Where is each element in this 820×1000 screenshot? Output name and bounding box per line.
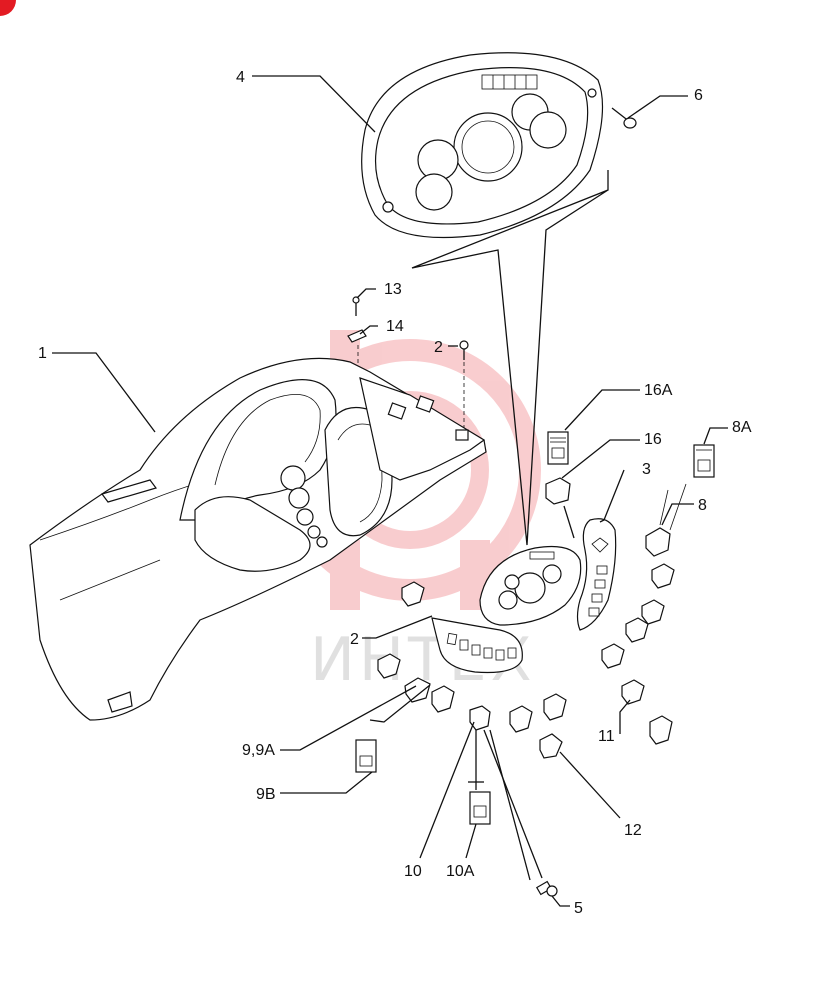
switch-label-10A [469, 791, 491, 825]
instrument-cluster-small [479, 545, 582, 626]
dashboard-housing [29, 357, 487, 721]
callout-5: 5 [574, 900, 583, 917]
callout-10A: 10A [446, 863, 475, 880]
callout-12: 12 [624, 822, 642, 839]
callout-9B: 9B [256, 786, 276, 803]
callout-9-9A: 9,9A [242, 742, 275, 759]
callout-2-top: 2 [434, 339, 443, 356]
leader-lines [52, 75, 728, 907]
callout-2-bottom: 2 [350, 631, 359, 648]
callout-4: 4 [236, 69, 245, 86]
callout-13: 13 [384, 281, 402, 298]
screw-part-13 [352, 296, 360, 316]
callout-3: 3 [642, 461, 651, 478]
callout-8A: 8A [732, 419, 752, 436]
screw-part-2-top [459, 340, 469, 360]
callout-10: 10 [404, 863, 422, 880]
screw-part-6 [611, 107, 637, 129]
switch-part-16 [545, 477, 571, 505]
leader-8-8A [659, 489, 669, 526]
switch-label-9B [355, 739, 377, 773]
callout-16A: 16A [644, 382, 673, 399]
callout-1: 1 [38, 345, 47, 362]
switch-label-8A [693, 444, 715, 478]
switch-label-16A [547, 431, 569, 465]
switch-parts-group [377, 563, 675, 759]
bulb-part-5 [535, 880, 558, 897]
callout-6: 6 [694, 87, 703, 104]
callout-8: 8 [698, 497, 707, 514]
corner-mark [0, 0, 16, 16]
callout-16: 16 [644, 431, 662, 448]
callout-11: 11 [598, 728, 615, 745]
switch-panel-3 [576, 518, 617, 631]
callout-14: 14 [386, 318, 404, 335]
instrument-cluster-top [361, 52, 604, 239]
switch-part-8 [645, 527, 671, 557]
switch-bezel-2 [431, 617, 523, 674]
leader-8-8A-b [669, 483, 687, 531]
